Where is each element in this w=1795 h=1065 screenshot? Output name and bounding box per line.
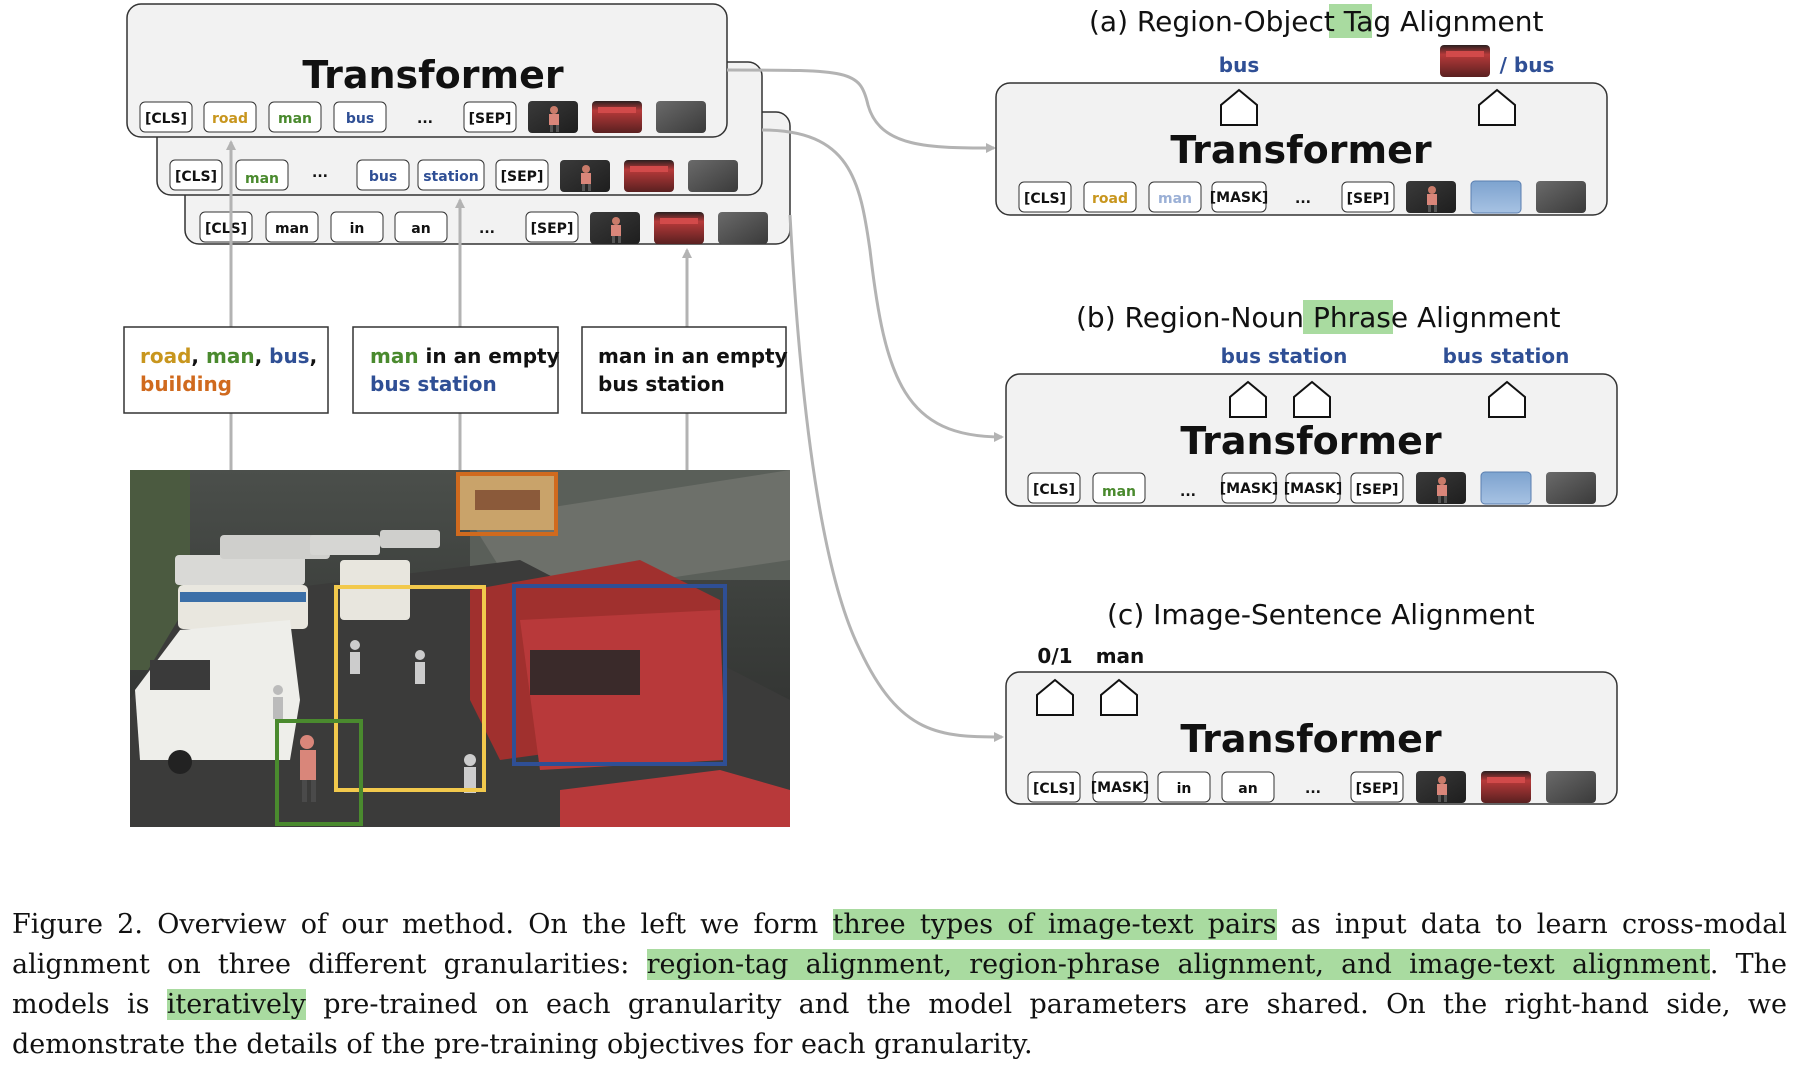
panel-c-token-sep: [SEP] [1356,781,1399,797]
panel-a: (a) Region-Object Tag Alignment bus / bu… [995,4,1608,216]
card3-token-cls: [CLS] [205,221,247,237]
caption-boxes: road, man, bus, building man in an empty… [123,326,788,414]
panel-c-head-1 [1036,678,1074,716]
panel-a-head-1 [1220,88,1258,126]
panel-c-token-an: an [1238,781,1257,797]
panel-b-head-3 [1488,380,1526,418]
card1-token-sep: [SEP] [469,111,512,127]
sentence-line-1: man in an empty [598,344,788,368]
card2-token-sep: [SEP] [501,169,544,185]
highlight-iteratively: iteratively [166,989,306,1020]
card3-token-man: man [275,221,309,237]
card2-token-bus: bus [369,169,397,185]
card1-token-road: road [212,111,248,127]
panel-b-token-mask-2: [MASK] [1284,481,1343,497]
card1-token-ellipsis: ... [417,111,433,127]
panel-a-token-road: road [1092,191,1128,207]
bbox-man [275,719,363,826]
panel-c-token-ellipsis: ... [1305,781,1321,797]
method-overview-figure: Transformer [CLS] road man bus ... [SEP]… [123,3,1618,827]
transformer-stack: Transformer [CLS] road man bus ... [SEP]… [126,3,791,245]
panel-a-label-2: / bus [1500,53,1555,77]
bbox-bus [512,584,727,766]
svg-text:bus station: bus station [370,372,497,396]
svg-text:man in an empty: man in an empty [370,344,560,368]
card2-token-man: man [245,171,279,187]
bbox-bus-station [334,585,486,792]
caption-box-sentence [581,326,787,414]
tag-bus: bus [269,344,309,368]
card1-token-cls: [CLS] [145,111,187,127]
card3-token-an: an [411,221,430,237]
card2-token-cls: [CLS] [175,169,217,185]
tag-building: building [140,372,232,396]
phrase-man: man [370,344,419,368]
panel-b-label-2: bus station [1443,344,1570,368]
panel-c-token-row: [CLS] [MASK] in an ... [SEP] [1027,771,1596,803]
panel-c-token-in: in [1177,781,1192,797]
figure-caption: Figure 2. Overview of our method. On the… [12,909,1788,1060]
panel-a-token-cls: [CLS] [1024,191,1066,207]
svg-text:building: building [140,372,232,396]
panel-c-transformer-box [1005,671,1618,805]
panel-b-token-man: man [1102,484,1136,500]
card1-token-row: [CLS] road man bus ... [SEP] [139,101,706,133]
panel-b-head-1 [1229,380,1267,418]
panel-c-token-cls: [CLS] [1033,781,1075,797]
card2-token-row: [CLS] man ... bus station [SEP] [169,159,738,192]
panel-a-label-1: bus [1219,53,1259,77]
bbox-building [456,472,558,536]
panel-b-label-1: bus station [1221,344,1348,368]
panel-b-token-ellipsis: ... [1180,484,1196,500]
panel-b-head-2 [1293,380,1331,418]
tag-man: man [206,344,255,368]
card2-token-ellipsis: ... [312,165,328,181]
panel-c-label-1: 0/1 [1037,644,1072,668]
panel-a-token-sep: [SEP] [1347,191,1390,207]
panel-c-transformer: Transformer [1180,717,1442,761]
highlight-three-types: three types of image-text pairs [832,909,1277,940]
sentence-line-2: bus station [598,372,725,396]
stack-transformer-title: Transformer [302,53,564,97]
panel-b-transformer: Transformer [1180,419,1442,463]
highlight-granularities: region-tag alignment, region-phrase alig… [646,949,1710,980]
panel-c: (c) Image-Sentence Alignment 0/1 man Tra… [1005,598,1618,805]
card3-token-row: [CLS] man in an ... [SEP] [199,211,768,244]
panel-a-title: (a) Region-Object Tag Alignment [1089,5,1544,38]
card3-token-ellipsis: ... [479,221,495,237]
caption-box-tags [123,326,329,414]
phrase-bus-station: bus station [370,372,497,396]
panel-a-region-thumb [1440,45,1490,77]
card3-token-in: in [350,221,365,237]
panel-a-head-2 [1478,88,1516,126]
card1-token-bus: bus [346,111,374,127]
caption-box-phrase [352,326,559,414]
panel-b-title: (b) Region-Noun Phrase Alignment [1076,301,1560,334]
svg-text:road, man, bus,: road, man, bus, [140,344,317,368]
panel-b-token-row: [CLS] man ... [MASK] [MASK] [SEP] [1027,471,1596,505]
bus-station-photo [130,470,790,827]
card2-token-station: station [423,169,479,185]
panel-b-title-highlight: Phrase [1313,301,1408,334]
card1-token-man: man [278,111,312,127]
panel-a-transformer: Transformer [1170,128,1432,172]
tag-road: road [140,344,191,368]
panel-b-token-cls: [CLS] [1033,482,1075,498]
panel-a-token-man: man [1158,191,1192,207]
panel-a-token-ellipsis: ... [1295,191,1311,207]
panel-arrows [726,68,1004,742]
card3-token-sep: [SEP] [531,221,574,237]
panel-c-label-2: man [1096,644,1145,668]
panel-a-token-row: [CLS] road man [MASK] ... [SEP] [1018,180,1586,214]
panel-c-head-2 [1100,678,1138,716]
panel-c-token-mask: [MASK] [1091,780,1150,796]
panel-a-title-highlight: Tag [1343,5,1391,38]
panel-b: (b) Region-Noun Phrase Alignment bus sta… [1005,300,1618,507]
panel-c-title: (c) Image-Sentence Alignment [1107,598,1535,631]
panel-a-token-mask: [MASK] [1210,190,1269,206]
panel-b-token-mask-1: [MASK] [1220,481,1279,497]
panel-b-token-sep: [SEP] [1356,482,1399,498]
